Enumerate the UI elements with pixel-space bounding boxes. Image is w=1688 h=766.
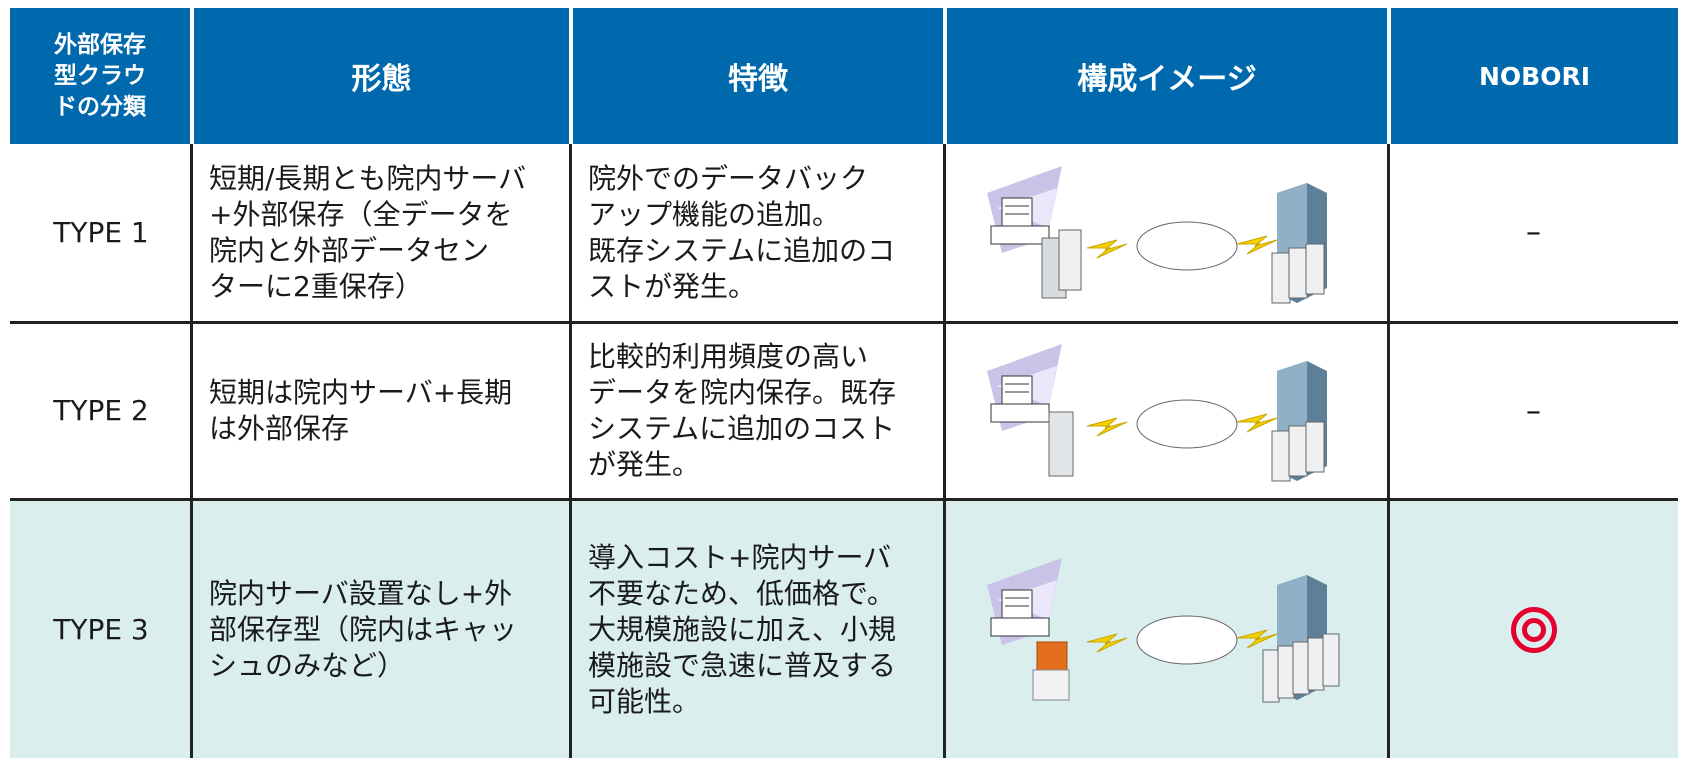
header-nobori-label: NOBORI — [1478, 61, 1591, 91]
form-line: ターに2重保存） — [209, 269, 423, 303]
column-divider — [943, 144, 946, 758]
row-divider — [10, 498, 1678, 501]
nobori-cell: – — [1389, 324, 1678, 498]
feature-line: システムに追加のコスト — [588, 412, 896, 445]
type-label: TYPE 1 — [53, 215, 149, 249]
dash-mark: – — [1526, 393, 1541, 429]
hospital-servers-cloud-datacenter-diagram-icon — [987, 165, 1327, 303]
image-cell — [945, 324, 1389, 498]
type-cell: TYPE 2 — [10, 324, 192, 498]
dash-mark: – — [1526, 215, 1541, 250]
table-row: TYPE 1 短期/長期とも院内サーバ +外部保存（全データを 院内と外部データ… — [10, 144, 1678, 321]
type-cell: TYPE 1 — [10, 144, 192, 321]
feature-cell: 導入コスト+院内サーバ 不要なため、低価格で。 大規模施設に加え、小規 模施設で… — [571, 501, 945, 758]
feature-line: 導入コスト+院内サーバ — [588, 540, 892, 574]
feature-line: 大規模施設に加え、小規 — [588, 612, 897, 646]
header-form: 形態 — [194, 8, 569, 144]
header-feature: 特徴 — [573, 8, 943, 144]
table-row: TYPE 2 短期は院内サーバ+長期 は外部保存 比較的利用頻度の高い データを… — [10, 324, 1678, 498]
header-classification-line: 外部保存 — [54, 31, 146, 58]
form-line: シュのみなど） — [209, 648, 406, 682]
hospital-server-cloud-datacenter-diagram-icon — [987, 344, 1327, 482]
feature-cell: 比較的利用頻度の高い データを院内保存。既存 システムに追加のコスト が発生。 — [571, 324, 945, 498]
feature-line: 模施設で急速に普及する — [588, 648, 897, 682]
form-line: +外部保存（全データを — [209, 197, 513, 231]
hospital-cache-cloud-datacenter-diagram-icon — [987, 557, 1340, 702]
header-image: 構成イメージ — [947, 8, 1387, 144]
form-line: 部保存型（院内はキャッ — [209, 612, 518, 646]
form-line: 短期/長期とも院内サーバ — [209, 161, 527, 195]
form-cell: 短期/長期とも院内サーバ +外部保存（全データを 院内と外部データセン ターに2… — [192, 144, 571, 321]
column-divider — [190, 144, 193, 758]
header-separator — [190, 8, 194, 144]
feature-line: 院外でのデータバック — [588, 161, 869, 195]
header-feature-label: 特徴 — [728, 62, 788, 97]
image-cell — [945, 501, 1389, 758]
feature-line: ストが発生。 — [588, 269, 757, 303]
form-line: 院内と外部データセン — [209, 233, 490, 267]
form-cell: 短期は院内サーバ+長期 は外部保存 — [192, 324, 571, 498]
image-cell — [945, 144, 1389, 321]
header-classification-line: ドの分類 — [54, 93, 146, 120]
nobori-cell — [1389, 501, 1678, 758]
form-line: は外部保存 — [209, 412, 350, 445]
type-label: TYPE 2 — [53, 394, 149, 427]
type-label: TYPE 3 — [53, 612, 149, 646]
feature-line: アップ機能の追加。 — [588, 197, 841, 231]
column-divider — [569, 144, 572, 758]
form-line: 短期は院内サーバ+長期 — [209, 376, 513, 409]
form-cell: 院内サーバ設置なし+外 部保存型（院内はキャッ シュのみなど） — [192, 501, 571, 758]
feature-line: が発生。 — [588, 448, 701, 481]
feature-line: 不要なため、低価格で。 — [588, 576, 895, 610]
header-separator — [943, 8, 947, 144]
feature-line: 可能性。 — [588, 684, 701, 718]
header-nobori: NOBORI — [1391, 8, 1678, 144]
header-separator — [1387, 8, 1391, 144]
header-form-label: 形態 — [351, 62, 412, 97]
header-classification-line: 型クラウ — [54, 62, 146, 89]
double-circle-icon — [1510, 606, 1557, 653]
feature-cell: 院外でのデータバック アップ機能の追加。 既存システムに追加のコ ストが発生。 — [571, 144, 945, 321]
header-separator — [569, 8, 573, 144]
table-row-highlighted: TYPE 3 院内サーバ設置なし+外 部保存型（院内はキャッ シュのみなど） 導… — [10, 501, 1678, 758]
nobori-cell: – — [1389, 144, 1678, 321]
type-cell: TYPE 3 — [10, 501, 192, 758]
feature-line: 比較的利用頻度の高い — [588, 340, 869, 373]
column-divider — [1387, 144, 1390, 758]
feature-line: 既存システムに追加のコ — [588, 233, 896, 267]
form-line: 院内サーバ設置なし+外 — [209, 576, 513, 610]
row-divider — [10, 321, 1678, 324]
classification-table: 外部保存 型クラウ ドの分類 形態 特徴 構成イメージ NOBORI TYPE … — [10, 8, 1678, 758]
header-classification: 外部保存 型クラウ ドの分類 — [10, 8, 190, 144]
header-image-label: 構成イメージ — [1077, 62, 1257, 97]
feature-line: データを院内保存。既存 — [588, 376, 897, 409]
